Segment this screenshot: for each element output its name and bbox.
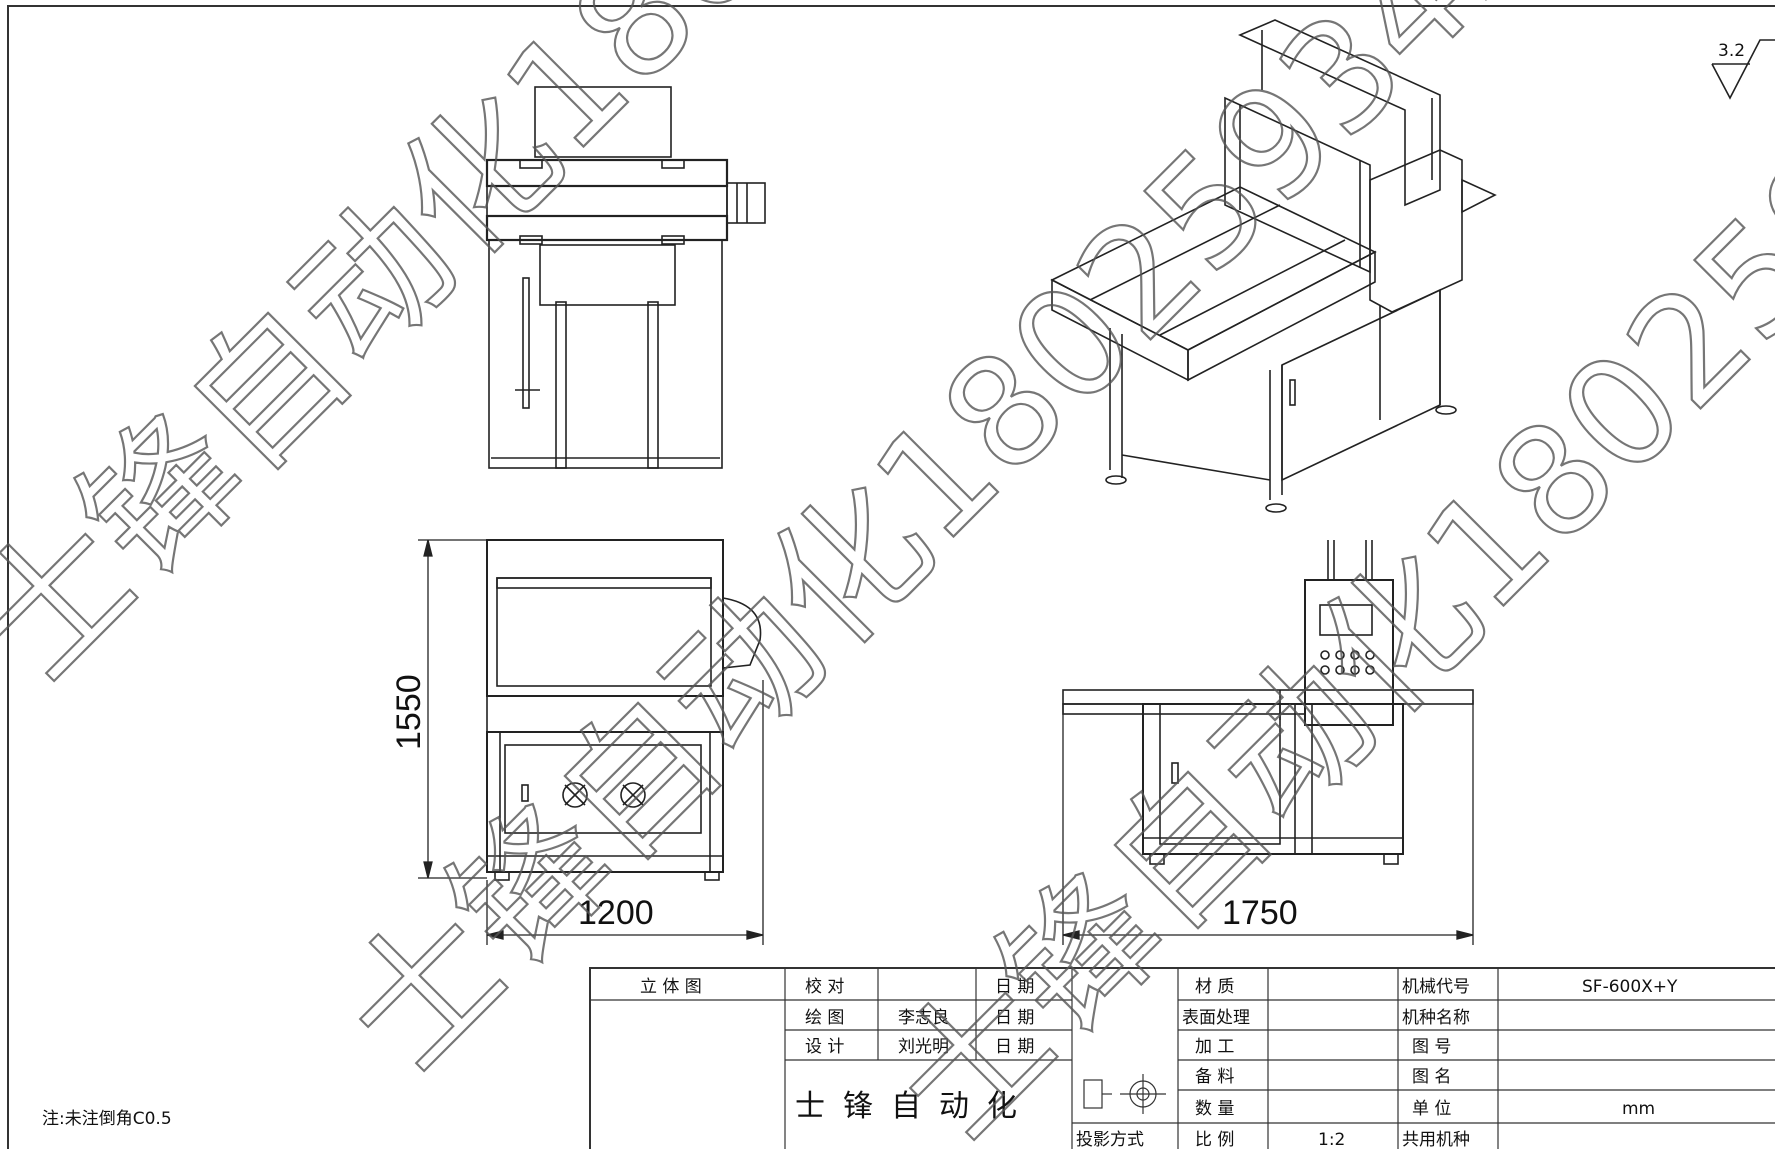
- tb-material-label: 材 质: [1195, 977, 1234, 997]
- dim-length: 1750: [1222, 894, 1298, 932]
- surface-finish-value: 3.2: [1718, 41, 1745, 61]
- tb-process-label: 加 工: [1195, 1037, 1234, 1057]
- top-view: [485, 86, 766, 469]
- tb-surface-label: 表面处理: [1182, 1008, 1250, 1028]
- tb-design-label: 设 计: [805, 1037, 844, 1057]
- tb-qty-label: 数 量: [1195, 1099, 1234, 1119]
- tb-date-label-3: 日 期: [995, 1037, 1034, 1057]
- general-note: 注:未注倒角C0.5: [42, 1109, 172, 1129]
- tb-drawing-name-label: 图 名: [1412, 1067, 1451, 1087]
- sheet-border: [7, 5, 1775, 1149]
- tb-projection-label: 投影方式: [1076, 1130, 1144, 1149]
- tb-shared-label: 共用机种: [1402, 1130, 1470, 1149]
- tb-scale-value: 1:2: [1318, 1130, 1345, 1149]
- tb-company: 士锋自动化: [795, 1089, 1035, 1124]
- tb-draw-name: 李志良: [898, 1008, 949, 1028]
- tb-view-label: 立 体 图: [640, 977, 702, 997]
- tb-draw-label: 绘 图: [805, 1008, 844, 1028]
- tb-check-label: 校 对: [805, 977, 844, 997]
- tb-design-name: 刘光明: [898, 1037, 949, 1057]
- tb-machine-code-value: SF-600X+Y: [1582, 977, 1678, 997]
- tb-drawing-no-label: 图 号: [1412, 1037, 1451, 1057]
- tb-machine-name-label: 机种名称: [1402, 1008, 1470, 1028]
- isometric-view: [1050, 19, 1497, 513]
- tb-date-label-1: 日 期: [995, 977, 1034, 997]
- tb-unit-label: 单 位: [1412, 1099, 1451, 1119]
- dim-width: 1200: [578, 894, 654, 932]
- tb-machine-code-label: 机械代号: [1402, 977, 1470, 997]
- tb-unit-value: mm: [1622, 1099, 1655, 1119]
- side-view: [1062, 540, 1474, 865]
- tb-stock-label: 备 料: [1195, 1067, 1234, 1087]
- dim-height: 1550: [390, 674, 428, 750]
- dimension-lines: [418, 539, 1474, 945]
- front-view: [486, 539, 762, 881]
- title-block: [589, 967, 1775, 1149]
- tb-date-label-2: 日 期: [995, 1008, 1034, 1028]
- tb-scale-label: 比 例: [1195, 1130, 1234, 1149]
- surface-finish-symbol: [1711, 39, 1775, 100]
